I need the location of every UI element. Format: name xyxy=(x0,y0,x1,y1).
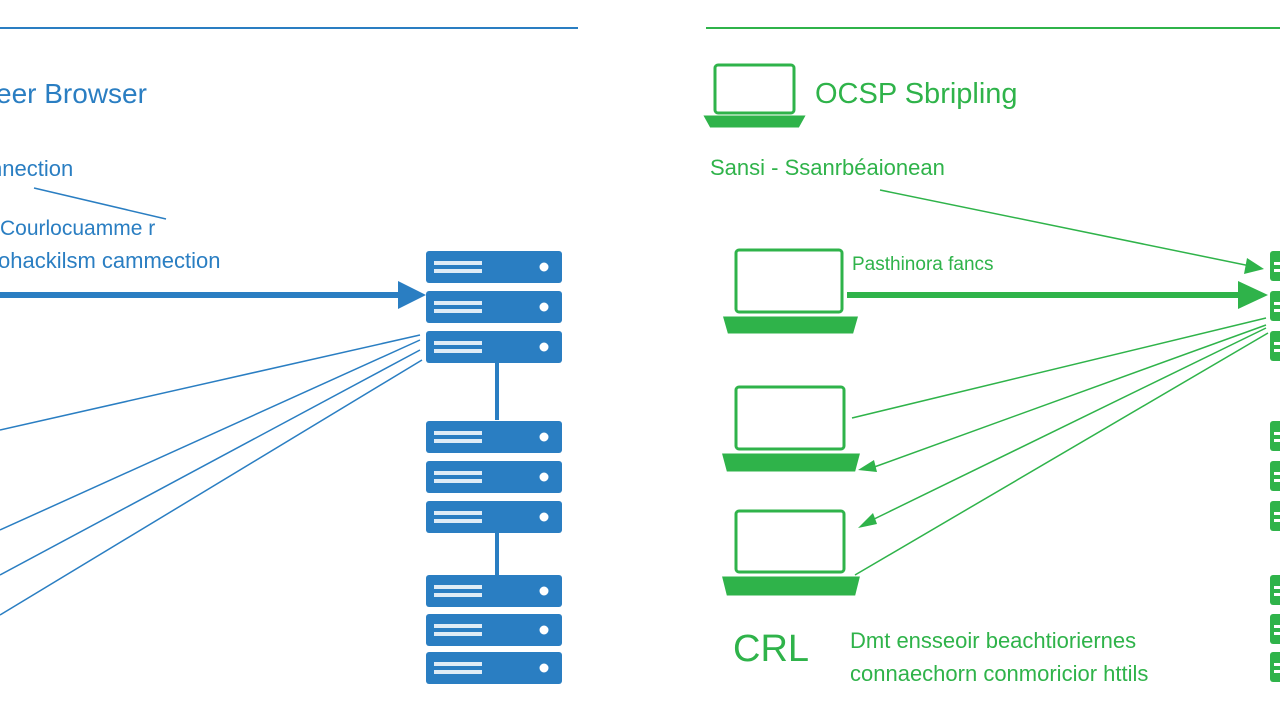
note-line2: connaechorn conmoricior httils xyxy=(850,661,1149,686)
left-label-line1: Courlocuamme r xyxy=(0,217,156,240)
server-vent-details xyxy=(434,261,482,674)
green-arrow-head xyxy=(1238,281,1268,309)
server-vent-details xyxy=(1274,262,1280,673)
right-panel-subtitle: Sansi - Ssanrbéaionean xyxy=(710,155,945,180)
green-line-arrowhead xyxy=(858,460,877,472)
blue-connection-lines xyxy=(0,334,423,616)
subtitle-pointer-line xyxy=(879,189,1261,269)
green-connection-lines xyxy=(851,317,1269,576)
laptop-icon xyxy=(723,248,858,334)
left-label-line2: ohackilsm cammection xyxy=(0,248,221,273)
laptop-icon xyxy=(722,385,860,472)
left-label-connection: nnection xyxy=(0,156,74,181)
label-pointer-line xyxy=(33,187,167,220)
server-status-lights xyxy=(536,259,552,676)
server-rack-icon xyxy=(1270,251,1280,682)
blue-arrow-head xyxy=(398,281,426,309)
green-line-arrowhead xyxy=(858,513,877,528)
laptop-icon xyxy=(722,509,860,596)
laptop-icon xyxy=(703,63,806,128)
left-panel-title: eer Browser xyxy=(0,78,147,109)
note-line1: Dmt ensseoir beachtioriernes xyxy=(850,628,1137,653)
right-panel-title: OCSP Sbripling xyxy=(815,78,1018,110)
server-rack-icon xyxy=(426,251,562,684)
green-arrow-label: Pasthinora fancs xyxy=(852,254,994,275)
crl-label: CRL xyxy=(733,628,810,670)
subtitle-pointer-head xyxy=(1244,258,1264,274)
